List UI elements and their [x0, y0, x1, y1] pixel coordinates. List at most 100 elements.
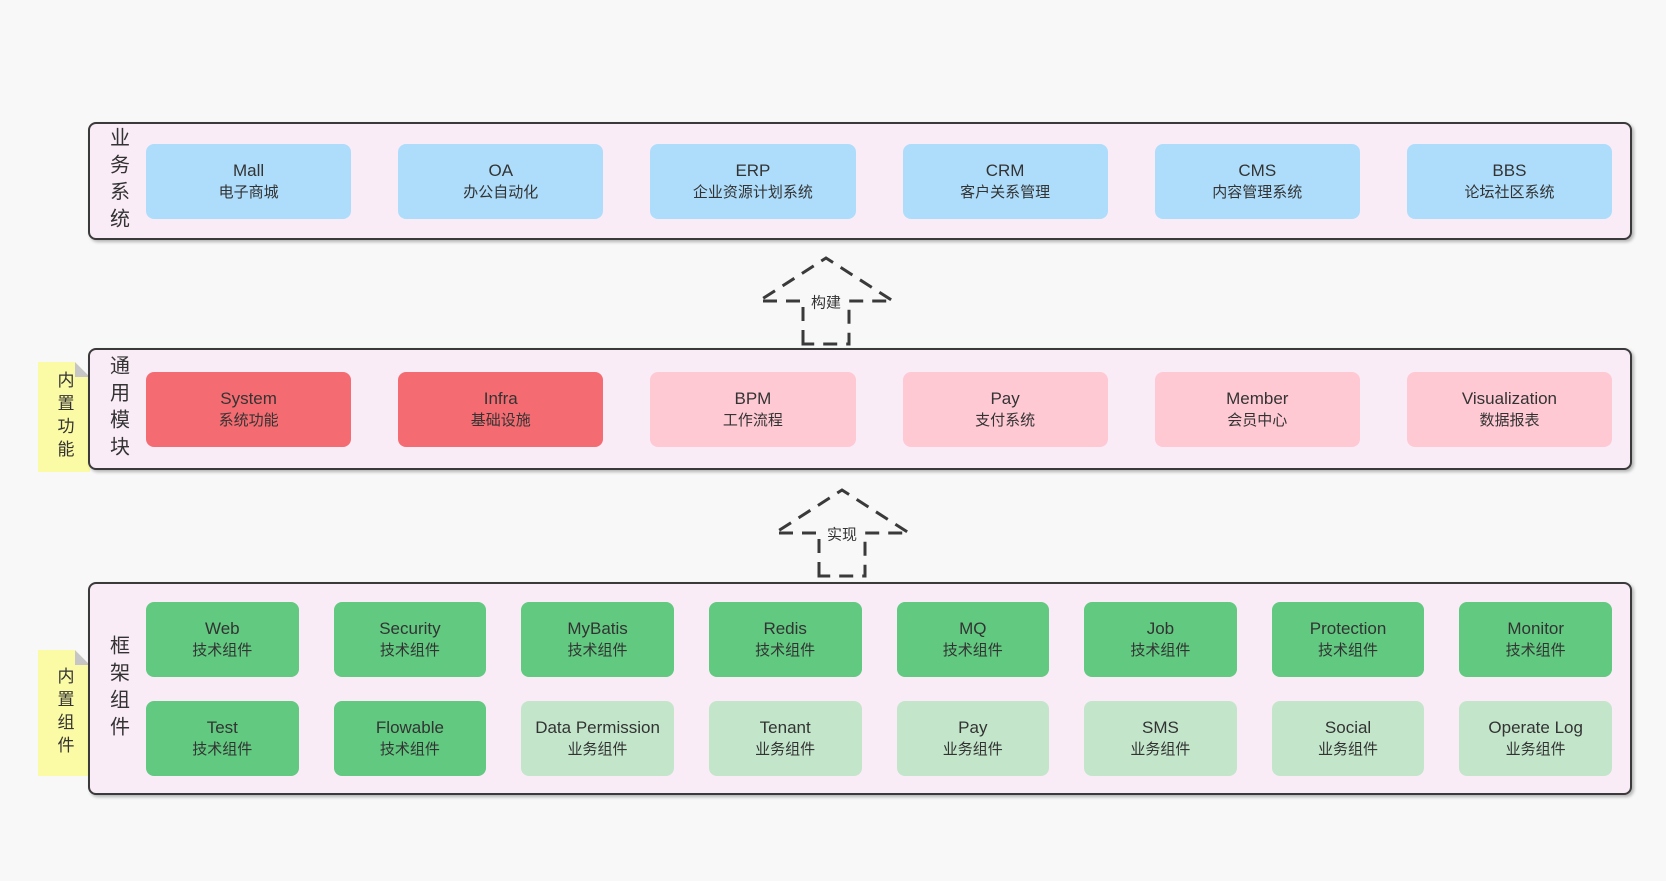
framework-row-2: Test 技术组件 Flowable 技术组件 Data Permission … — [146, 700, 1612, 776]
box-title: MyBatis — [567, 618, 628, 638]
box-title: SMS — [1142, 717, 1179, 737]
box-subtitle: 业务组件 — [1130, 741, 1191, 759]
arrow-build: 构建 — [756, 255, 896, 347]
box-title: MQ — [959, 618, 987, 638]
box-pay-module: Pay 支付系统 — [902, 371, 1108, 447]
box-mybatis: MyBatis 技术组件 — [521, 601, 674, 677]
box-title: Member — [1226, 388, 1289, 408]
note-text: 内置组件 — [54, 667, 74, 759]
box-subtitle: 技术组件 — [1318, 642, 1379, 660]
box-pay-component: Pay 业务组件 — [896, 700, 1050, 776]
box-mq: MQ 技术组件 — [896, 601, 1050, 677]
box-subtitle: 办公自动化 — [463, 184, 539, 202]
box-sms: SMS 业务组件 — [1084, 700, 1237, 776]
box-subtitle: 业务组件 — [1318, 741, 1379, 759]
box-title: Protection — [1309, 618, 1387, 638]
box-title: Monitor — [1507, 618, 1565, 638]
box-subtitle: 技术组件 — [192, 642, 253, 660]
box-subtitle: 电子商城 — [218, 184, 279, 202]
box-test: Test 技术组件 — [146, 700, 299, 776]
layer-business-label: 业务系统 — [106, 127, 129, 235]
box-subtitle: 数据报表 — [1479, 412, 1540, 430]
box-title: Job — [1146, 618, 1175, 638]
box-title: Social — [1324, 717, 1372, 737]
layer-framework-components: 框架组件 Web 技术组件 Security 技术组件 MyBatis 技术组件… — [88, 582, 1632, 795]
arrow-build-label: 构建 — [807, 290, 845, 314]
box-subtitle: 业务组件 — [1505, 741, 1566, 759]
box-social: Social 业务组件 — [1271, 700, 1425, 776]
box-title: CRM — [985, 160, 1025, 180]
box-subtitle: 论坛社区系统 — [1464, 184, 1555, 202]
layer-framework-label: 框架组件 — [106, 634, 129, 743]
box-subtitle: 技术组件 — [1130, 642, 1191, 660]
box-title: ERP — [735, 160, 771, 180]
layer-business-systems: 业务系统 Mall 电子商城 OA 办公自动化 ERP 企业资源计划系统 CRM… — [88, 122, 1632, 240]
framework-boxes: Web 技术组件 Security 技术组件 MyBatis 技术组件 Redi… — [146, 601, 1630, 776]
business-boxes: Mall 电子商城 OA 办公自动化 ERP 企业资源计划系统 CRM 客户关系… — [146, 143, 1630, 219]
box-visualization: Visualization 数据报表 — [1406, 371, 1613, 447]
box-cms: CMS 内容管理系统 — [1154, 143, 1360, 219]
box-erp: ERP 企业资源计划系统 — [650, 143, 856, 219]
box-subtitle: 技术组件 — [567, 642, 628, 660]
box-title: Operate Log — [1488, 717, 1583, 737]
box-title: Web — [204, 618, 240, 638]
box-title: Tenant — [759, 717, 811, 737]
box-title: OA — [488, 160, 514, 180]
box-subtitle: 技术组件 — [379, 741, 440, 759]
box-member: Member 会员中心 — [1154, 371, 1360, 447]
layer-modules-label: 通用模块 — [106, 355, 129, 463]
box-title: Test — [206, 717, 238, 737]
box-subtitle: 会员中心 — [1227, 412, 1288, 430]
box-subtitle: 客户关系管理 — [960, 184, 1051, 202]
box-title: Redis — [763, 618, 807, 638]
box-title: Infra — [483, 388, 518, 408]
box-subtitle: 技术组件 — [1505, 642, 1566, 660]
box-operate-log: Operate Log 业务组件 — [1459, 700, 1612, 776]
box-title: Visualization — [1461, 388, 1558, 408]
box-title: BBS — [1492, 160, 1527, 180]
box-title: Pay — [958, 717, 988, 737]
box-title: Data Permission — [535, 717, 660, 737]
box-subtitle: 工作流程 — [722, 412, 783, 430]
box-system: System 系统功能 — [146, 371, 352, 447]
box-subtitle: 系统功能 — [218, 412, 279, 430]
framework-row-1: Web 技术组件 Security 技术组件 MyBatis 技术组件 Redi… — [146, 601, 1612, 677]
box-redis: Redis 技术组件 — [708, 601, 862, 677]
box-subtitle: 技术组件 — [942, 642, 1003, 660]
box-tenant: Tenant 业务组件 — [708, 700, 862, 776]
box-subtitle: 业务组件 — [942, 741, 1003, 759]
layer-common-modules: 通用模块 System 系统功能 Infra 基础设施 BPM 工作流程 Pay… — [88, 348, 1632, 470]
box-job: Job 技术组件 — [1084, 601, 1237, 677]
box-subtitle: 支付系统 — [975, 412, 1036, 430]
box-subtitle: 企业资源计划系统 — [692, 184, 813, 202]
box-subtitle: 业务组件 — [567, 741, 628, 759]
arrow-implement: 实现 — [772, 487, 912, 579]
box-title: System — [220, 388, 277, 408]
box-mall: Mall 电子商城 — [146, 143, 352, 219]
box-subtitle: 技术组件 — [755, 642, 816, 660]
arrow-implement-label: 实现 — [823, 522, 861, 546]
box-title: CMS — [1238, 160, 1277, 180]
box-title: Mall — [233, 160, 265, 180]
note-built-in-functions: 内置功能 — [38, 362, 90, 472]
box-subtitle: 业务组件 — [755, 741, 816, 759]
note-text: 内置功能 — [54, 371, 74, 463]
box-security: Security 技术组件 — [333, 601, 487, 677]
box-monitor: Monitor 技术组件 — [1459, 601, 1612, 677]
box-flowable: Flowable 技术组件 — [333, 700, 487, 776]
box-bpm: BPM 工作流程 — [650, 371, 856, 447]
module-boxes: System 系统功能 Infra 基础设施 BPM 工作流程 Pay 支付系统… — [146, 371, 1630, 447]
box-infra: Infra 基础设施 — [398, 371, 604, 447]
box-oa: OA 办公自动化 — [398, 143, 604, 219]
box-subtitle: 内容管理系统 — [1212, 184, 1303, 202]
box-subtitle: 技术组件 — [379, 642, 440, 660]
box-subtitle: 技术组件 — [192, 741, 253, 759]
box-subtitle: 基础设施 — [470, 412, 531, 430]
up-block-arrow-icon — [756, 256, 896, 346]
box-title: BPM — [734, 388, 772, 408]
note-built-in-components: 内置组件 — [38, 650, 90, 776]
box-crm: CRM 客户关系管理 — [902, 143, 1108, 219]
box-title: Security — [379, 618, 441, 638]
box-data-permission: Data Permission 业务组件 — [521, 700, 674, 776]
